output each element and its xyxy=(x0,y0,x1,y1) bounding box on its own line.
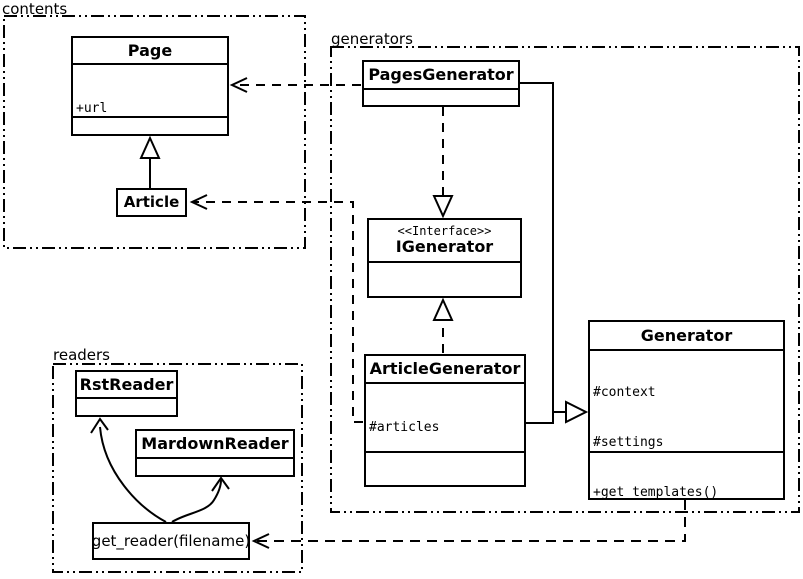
stereotype-label: <<Interface>> xyxy=(397,223,492,238)
class-generator-methods: +get_templates() +get_files(path,exclude… xyxy=(590,451,783,498)
class-article: Article xyxy=(116,188,187,217)
readers-package-border xyxy=(52,363,303,573)
class-page-methods: +check_properties() xyxy=(73,116,227,134)
package-label-contents: contents xyxy=(2,0,68,18)
class-mardownreader: MardownReader +read() xyxy=(135,429,295,477)
generators-package-border xyxy=(330,46,800,513)
pagesgenerator-to-page-dependency xyxy=(229,77,361,93)
getreader-to-mardownreader-arrow xyxy=(171,476,230,523)
articlegenerator-to-igenerator-realization xyxy=(432,297,454,353)
class-rstreader: RstReader +read() xyxy=(75,370,178,417)
package-label-generators: generators xyxy=(331,30,413,48)
method: +get_templates() xyxy=(593,484,719,498)
getreader-to-rstreader-arrow xyxy=(90,417,167,523)
class-mardownreader-methods: +read() xyxy=(137,457,293,475)
generators-to-generator-inheritance xyxy=(520,82,589,424)
attribute: +url xyxy=(76,101,108,116)
class-articlegenerator: ArticleGenerator #articles #dates #tags … xyxy=(364,354,526,487)
generator-to-getreader-dependency xyxy=(251,500,686,549)
interface-name: IGenerator xyxy=(395,237,494,257)
article-to-page-inheritance xyxy=(139,135,161,188)
class-articlegenerator-methods: +generate_feeds() +generate_pages() xyxy=(366,451,524,485)
class-rstreader-title: RstReader xyxy=(79,374,174,394)
class-pagesgenerator: PagesGenerator #pages xyxy=(362,60,520,107)
node-get-reader: get_reader(filename) xyxy=(92,522,250,560)
class-page: Page +url +slug +summary +check_properti… xyxy=(71,36,229,136)
class-page-attributes: +url +slug +summary xyxy=(73,63,227,116)
class-generator-title: Generator xyxy=(640,325,733,345)
interface-igenerator-title: <<Interface>> IGenerator xyxy=(369,220,520,261)
class-page-title: Page xyxy=(127,40,173,60)
class-mardownreader-title: MardownReader xyxy=(141,434,289,454)
attribute: #articles xyxy=(369,420,440,435)
class-articlegenerator-title: ArticleGenerator xyxy=(369,359,521,379)
contents-package-border xyxy=(3,15,306,249)
node-get-reader-label: get_reader(filename) xyxy=(91,532,251,550)
class-articlegenerator-attributes: #articles #dates #tags #categories xyxy=(366,382,524,451)
class-rstreader-methods: +read() xyxy=(77,397,176,415)
class-generator-attributes: #context #settings #path #theme #output_… xyxy=(590,349,783,451)
class-pagesgenerator-title: PagesGenerator xyxy=(368,65,514,85)
package-label-readers: readers xyxy=(53,346,110,364)
class-article-title: Article xyxy=(123,193,180,212)
articlegenerator-to-article-dependency xyxy=(189,194,363,423)
interface-igenerator-methods: +generate_context() +generate_output() xyxy=(369,261,520,296)
class-generator: Generator #context #settings #path #them… xyxy=(588,320,785,500)
class-pagesgenerator-attributes: #pages xyxy=(364,88,518,105)
pagesgenerator-to-igenerator-realization xyxy=(432,107,454,219)
attribute: #settings xyxy=(593,434,664,450)
interface-igenerator: <<Interface>> IGenerator +generate_conte… xyxy=(367,218,522,298)
attribute: #context xyxy=(593,385,656,401)
